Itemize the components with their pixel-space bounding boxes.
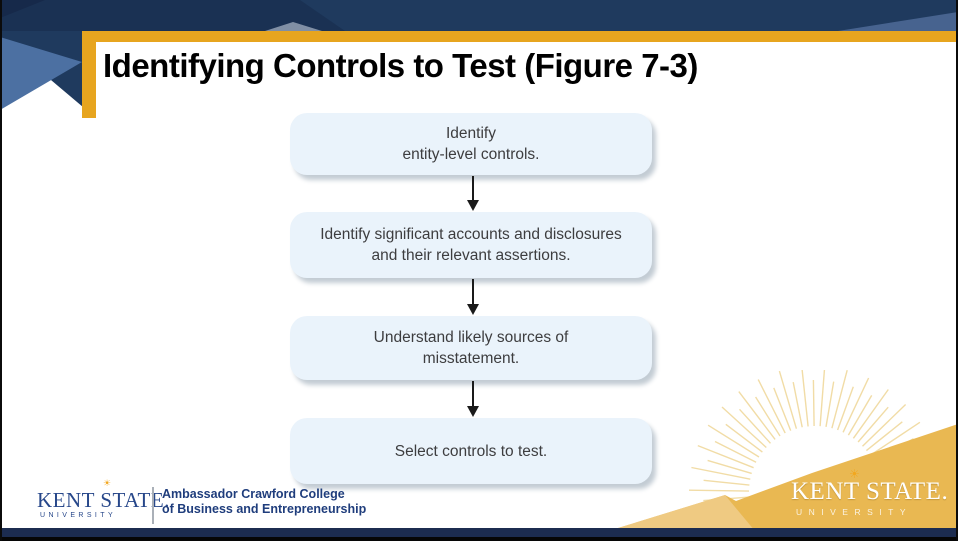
flow-step-4: Select controls to test. [290, 418, 652, 484]
frame-edge-right [956, 0, 958, 541]
slide-title: Identifying Controls to Test (Figure 7-3… [103, 47, 698, 84]
sun-icon: ☀ [103, 478, 112, 488]
gold-frame-vertical [82, 31, 96, 118]
arrow-head-icon [466, 200, 479, 211]
college-name-line-2: of Business and Entrepreneurship [162, 501, 367, 516]
flow-arrow-2 [466, 279, 479, 315]
flow-step-3: Understand likely sources of misstatemen… [290, 316, 652, 380]
gold-hill-light-overlay [610, 495, 760, 537]
steel-left-triangle [0, 37, 82, 110]
steel-right-triangle [838, 12, 958, 31]
flow-step-1-line-1: Identify [446, 125, 496, 142]
flow-arrow-3 [466, 381, 479, 417]
arrow-shaft [471, 381, 474, 406]
frame-edge-left [0, 0, 2, 541]
navy-corner-dark-triangle [0, 0, 45, 18]
sun-icon: ☀ [849, 467, 860, 481]
bottom-navy-strip [0, 528, 958, 537]
arrow-head-icon [466, 304, 479, 315]
kent-state-logo-right-subtitle: UNIVERSITY [796, 507, 913, 517]
gray-blue-triangle [265, 22, 322, 31]
college-name: Ambassador Crawford College of Business … [162, 487, 366, 516]
flow-step-2-line-1: Identify significant accounts and disclo… [320, 226, 622, 243]
gold-frame-horizontal [82, 31, 958, 42]
logo-divider [152, 487, 154, 524]
arrow-shaft [471, 176, 474, 200]
flow-step-2: Identify significant accounts and disclo… [290, 212, 652, 278]
flow-step-1: Identify entity-level controls. [290, 113, 652, 175]
arrow-shaft [471, 279, 474, 304]
kent-state-logo-left: KENT STATE. [37, 488, 170, 512]
kent-state-logo-right: KENT STATE. [791, 478, 949, 505]
flow-step-3-line-1: Understand likely sources of [373, 329, 569, 346]
college-name-line-1: Ambassador Crawford College [162, 487, 345, 501]
bottom-right-decoration [610, 370, 958, 537]
frame-edge-bottom [0, 537, 958, 541]
flow-step-4-line-1: Select controls to test. [394, 442, 548, 460]
flow-arrow-1 [466, 176, 479, 211]
flow-step-1-line-2: entity-level controls. [402, 146, 540, 163]
flow-step-2-line-2: and their relevant assertions. [371, 247, 571, 264]
navy-dark-triangle [0, 0, 345, 31]
kent-state-logo-left-subtitle: UNIVERSITY [40, 512, 117, 519]
flow-step-3-line-2: misstatement. [422, 350, 520, 367]
top-banner-decoration [0, 0, 958, 118]
arrow-head-icon [466, 406, 479, 417]
